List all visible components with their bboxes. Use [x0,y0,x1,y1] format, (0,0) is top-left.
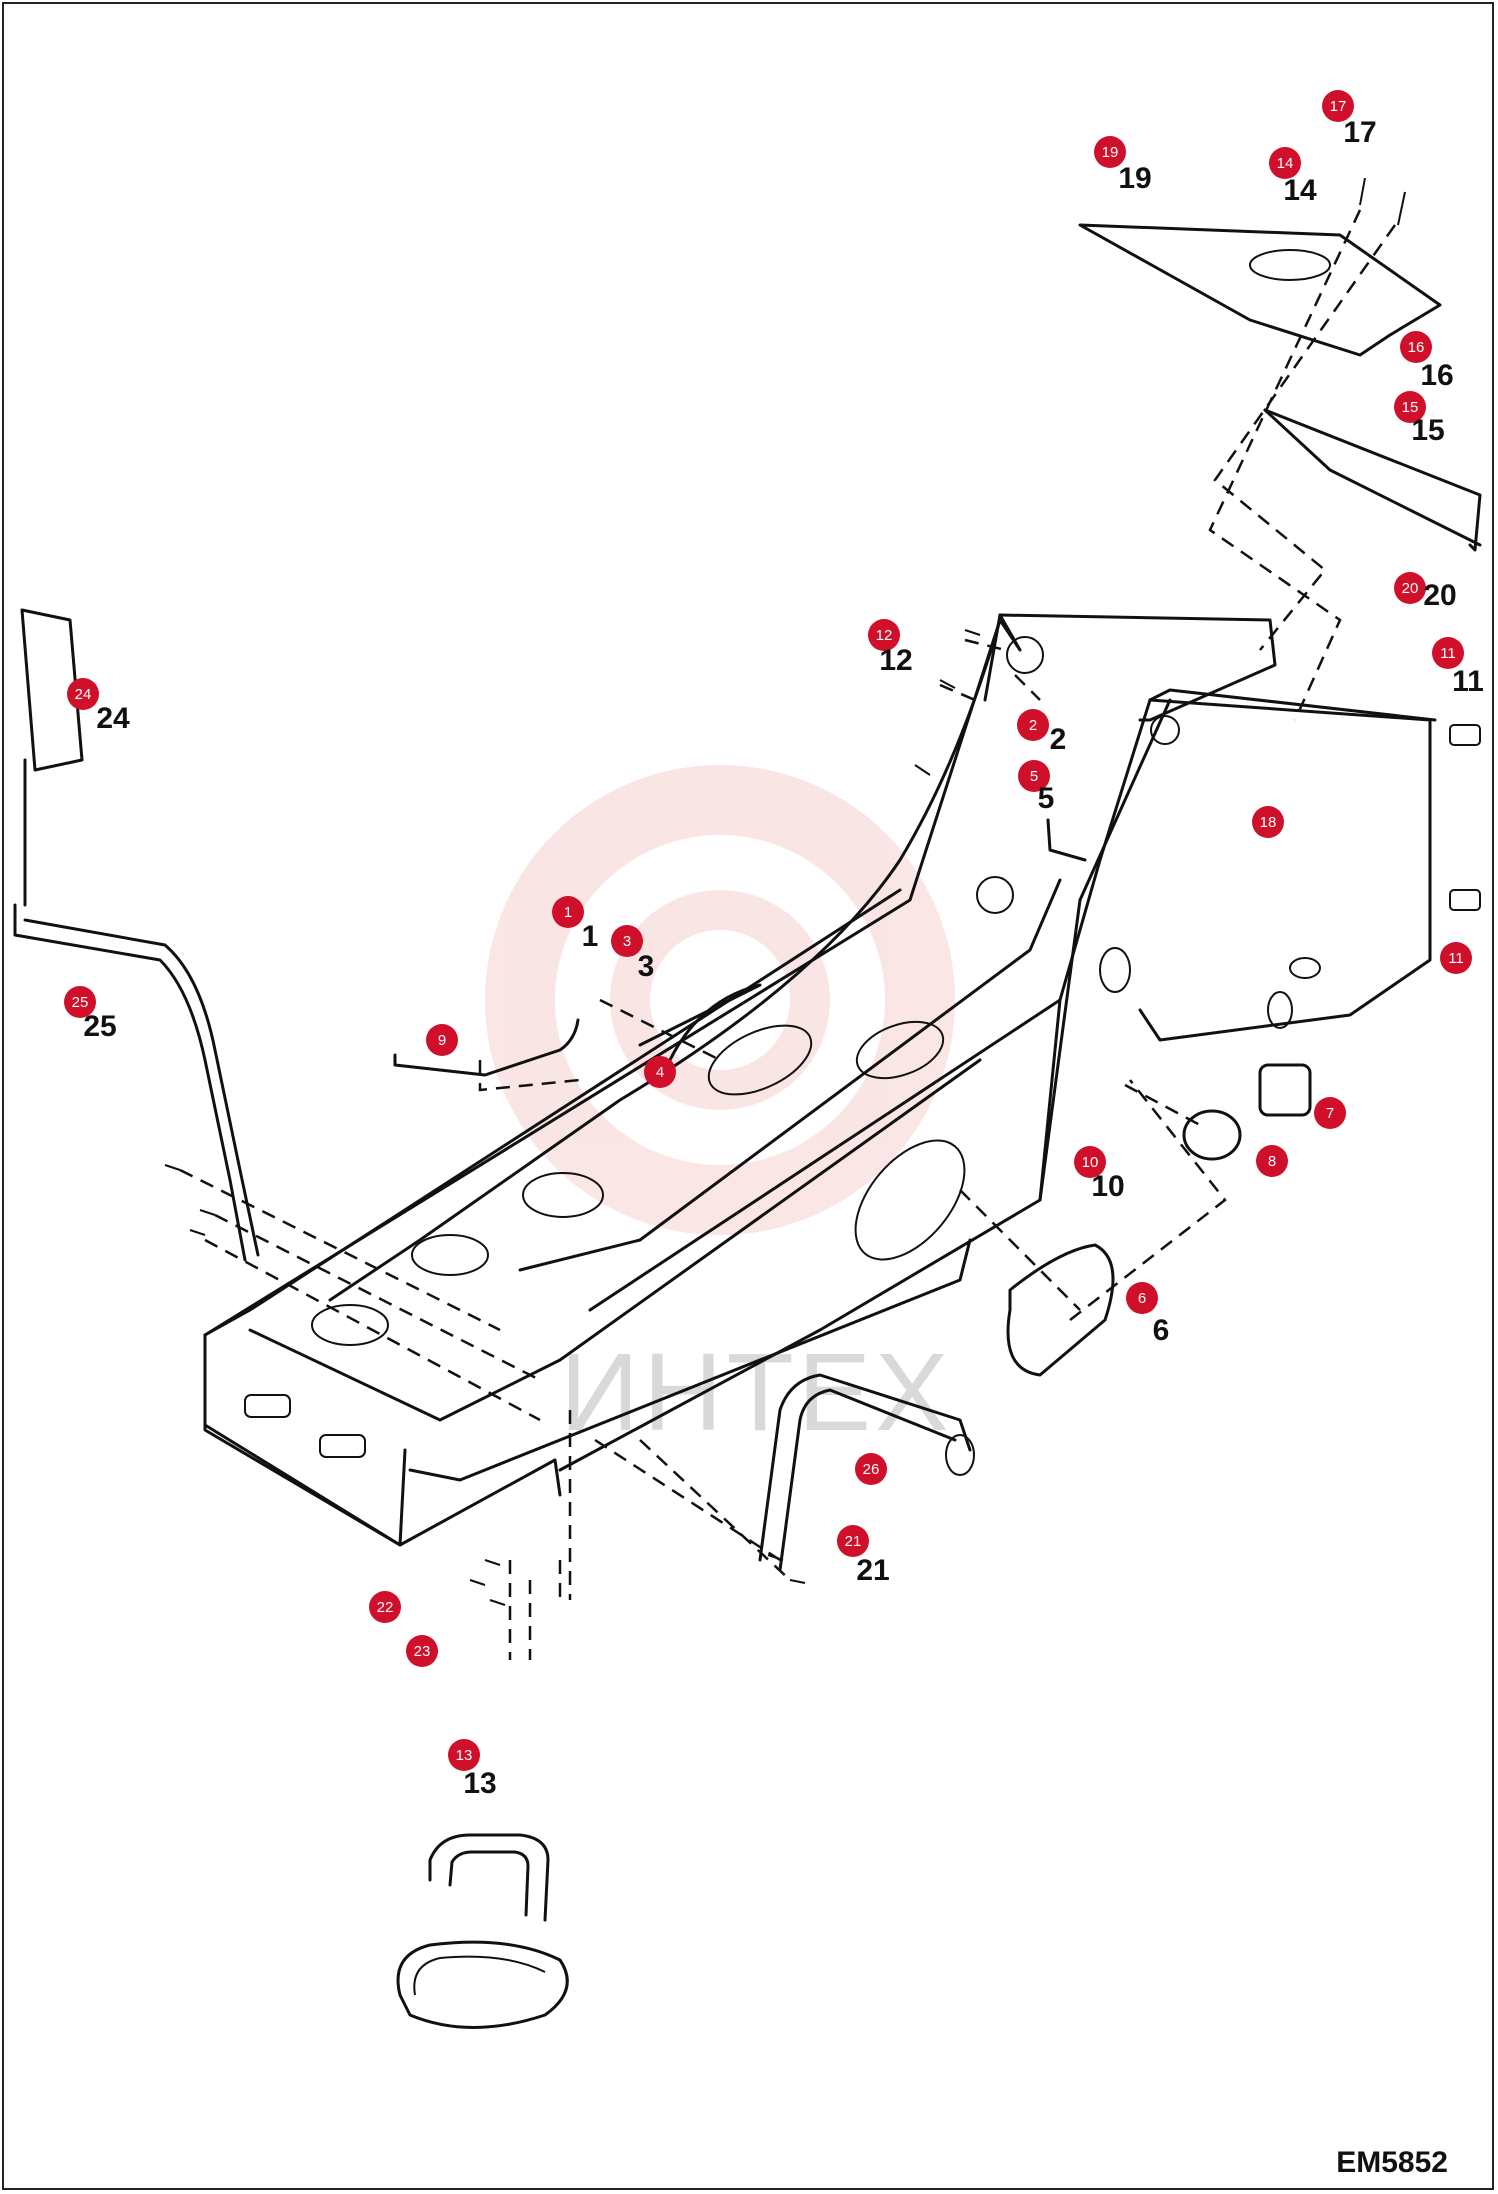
callout-11-top: 11 11 [1432,637,1484,698]
svg-text:14: 14 [1283,174,1317,207]
svg-text:13: 13 [456,1747,473,1764]
svg-text:21: 21 [845,1533,862,1550]
callout-19: 19 19 [1094,136,1152,195]
svg-text:12: 12 [876,627,893,644]
svg-text:11: 11 [1452,665,1484,698]
callout-2: 2 2 [1017,709,1066,756]
svg-text:17: 17 [1343,116,1376,149]
callout-1: 1 1 [552,896,598,953]
callout-26: 26 [855,1453,887,1485]
callout-12: 12 12 [868,619,913,677]
callout-18: 18 18 [1252,806,1284,838]
svg-text:3: 3 [623,933,631,950]
callout-6: 6 6 [1126,1282,1169,1347]
svg-text:9: 9 [438,1032,446,1049]
svg-text:6: 6 [1153,1314,1170,1347]
callout-22: 22 22 [369,1591,401,1623]
svg-text:13: 13 [463,1767,496,1800]
svg-text:16: 16 [1408,339,1425,356]
left-handle-drawing [13,608,260,1262]
svg-text:3: 3 [638,950,655,983]
svg-text:25: 25 [72,994,89,1011]
callout-5: 5 5 [1018,760,1054,815]
svg-text:25: 25 [83,1010,116,1043]
svg-text:2: 2 [1050,723,1067,756]
callout-15: 15 15 [1394,391,1445,447]
svg-text:15: 15 [1411,414,1444,447]
svg-text:11: 11 [1448,950,1464,967]
callout-3: 3 3 [611,925,654,983]
callout-13: 13 13 [448,1739,497,1800]
callout-7: 7 7 [1314,1097,1346,1129]
callout-17: 17 17 [1322,90,1377,149]
main-frame-drawing [203,613,1437,1572]
small-parts-drawing [164,177,1481,2029]
svg-text:23: 23 [414,1643,431,1660]
svg-text:5: 5 [1030,768,1038,785]
callout-24: 24 24 [67,678,130,735]
callout-21: 21 21 [837,1525,890,1587]
svg-text:11: 11 [1440,645,1456,662]
watermark-text: ИНТЕХ [560,1331,952,1454]
callout-20: 20 20 [1394,572,1457,612]
svg-text:24: 24 [75,686,92,703]
callout-16: 16 16 [1400,331,1454,392]
svg-text:22: 22 [377,1599,394,1616]
svg-text:10: 10 [1082,1154,1099,1171]
svg-text:4: 4 [656,1064,664,1081]
svg-text:6: 6 [1138,1290,1146,1307]
svg-text:20: 20 [1402,580,1419,597]
callout-23: 23 23 [406,1635,438,1667]
svg-text:20: 20 [1423,579,1456,612]
svg-text:12: 12 [879,644,912,677]
svg-text:1: 1 [582,920,599,953]
callout-8: 8 8 [1256,1145,1288,1177]
svg-text:26: 26 [863,1461,880,1478]
svg-text:17: 17 [1330,98,1347,115]
callout-25: 25 25 [64,986,117,1043]
svg-text:19: 19 [1118,162,1151,195]
callout-14: 14 14 [1269,147,1317,207]
svg-text:14: 14 [1277,155,1294,172]
svg-text:10: 10 [1091,1170,1124,1203]
callout-11-bottom: 11 11 [1440,942,1472,974]
svg-text:19: 19 [1102,144,1119,161]
svg-text:15: 15 [1402,399,1419,416]
bolt-icon [164,177,1406,1606]
upper-plate-drawing [1078,223,1482,552]
svg-text:18: 18 [1260,814,1277,831]
callout-9: 9 9 [426,1024,458,1056]
diagram-code: EM5852 [1336,2146,1448,2179]
svg-text:21: 21 [856,1554,889,1587]
svg-text:24: 24 [96,702,130,735]
svg-text:7: 7 [1326,1105,1334,1122]
svg-text:5: 5 [1038,782,1055,815]
watermark-gear-icon [485,765,955,1235]
svg-text:16: 16 [1420,359,1453,392]
assembly-leaders [179,209,1397,1660]
svg-text:8: 8 [1268,1153,1276,1170]
svg-text:1: 1 [564,904,572,921]
callout-4: 4 4 [644,1056,676,1088]
svg-text:2: 2 [1029,717,1037,734]
callout-10: 10 10 [1074,1146,1125,1203]
